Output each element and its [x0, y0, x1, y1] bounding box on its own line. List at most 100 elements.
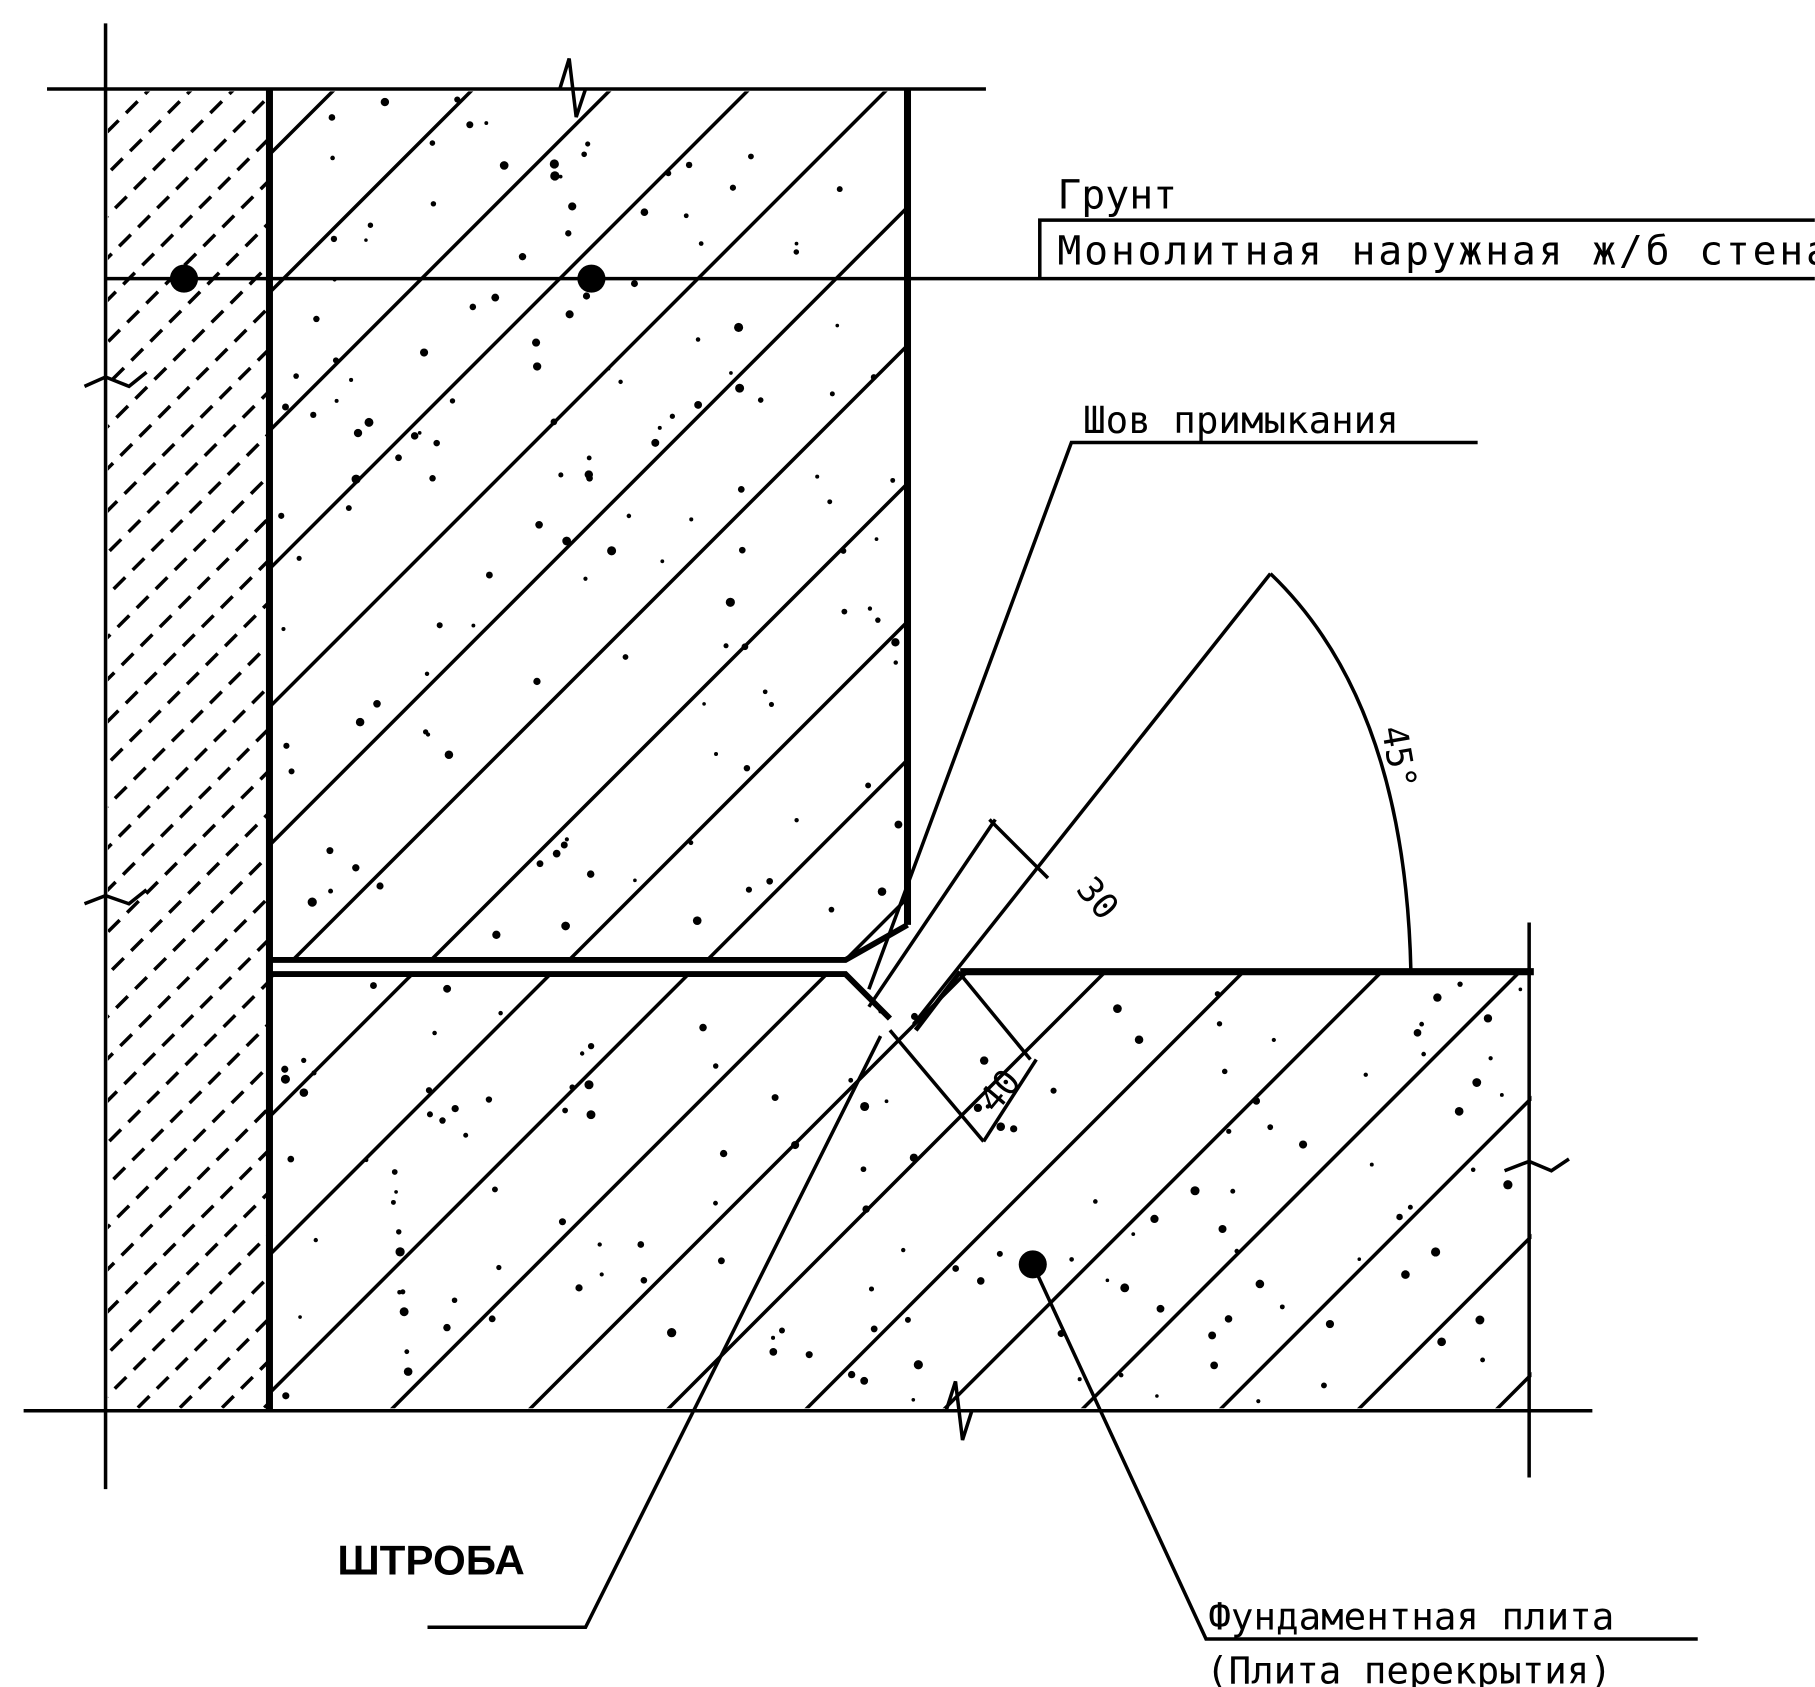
aggregate-speck	[488, 1315, 496, 1323]
aggregate-speck	[1454, 1107, 1464, 1116]
aggregate-speck	[734, 322, 744, 333]
hatch-line	[271, 91, 336, 155]
aggregate-speck	[582, 292, 591, 300]
aggregate-speck	[717, 1257, 725, 1265]
aggregate-speck	[575, 1284, 583, 1292]
aggregate-speck	[332, 357, 339, 364]
aggregate-speck	[1118, 1372, 1124, 1378]
aggregate-speck	[1421, 1051, 1426, 1057]
brick-hatching	[107, 0, 1815, 1522]
aggregate-speck	[1419, 1021, 1425, 1027]
aggregate-speck	[1396, 1213, 1403, 1221]
aggregate-speck	[454, 96, 461, 103]
aggregate-speck	[743, 764, 751, 772]
hatch-line	[107, 95, 268, 261]
aggregate-speck	[283, 742, 290, 749]
aggregate-speck	[713, 1200, 718, 1206]
hatch-line	[107, 1149, 268, 1314]
aggregate-speck	[794, 241, 799, 246]
aggregate-speck	[395, 454, 402, 462]
aggregate-speck	[689, 517, 694, 522]
aggregate-speck	[1256, 1399, 1261, 1404]
aggregate-speck	[485, 571, 493, 579]
ground-label: Грунт	[1057, 172, 1177, 218]
wall-label: Монолитная наружная ж/б стена	[1057, 229, 1815, 275]
hatch-line	[107, 390, 268, 556]
aggregate-speck	[310, 411, 317, 419]
aggregate-speck	[1069, 1257, 1074, 1262]
aggregate-speck	[875, 617, 881, 623]
hatch-line	[290, 345, 906, 960]
aggregate-speck	[599, 1272, 604, 1277]
aggregate-speck	[1134, 1035, 1144, 1044]
aggregate-speck	[282, 1392, 290, 1400]
aggregate-speck	[860, 1376, 869, 1385]
hatch-line	[107, 1191, 268, 1356]
aggregate-speck	[424, 671, 430, 677]
aggregate-speck	[562, 536, 572, 546]
aggregate-speck	[364, 417, 374, 427]
aggregate-speck	[345, 505, 352, 512]
aggregate-speck	[552, 849, 561, 858]
aggregate-speck	[584, 1080, 594, 1090]
aggregate-speck	[492, 930, 501, 939]
hatch-line	[107, 138, 268, 303]
aggregate-speck	[660, 559, 665, 564]
aggregate-speck	[633, 878, 637, 883]
hatch-line	[271, 207, 906, 846]
aggregate-speck	[288, 768, 295, 775]
groove-width-dimension: 30	[1068, 869, 1127, 928]
aggregate-speck	[425, 1087, 433, 1094]
aggregate-speck	[1325, 1319, 1335, 1329]
aggregate-speck	[313, 315, 320, 323]
hatch-line	[1204, 0, 1815, 1522]
aggregate-speck	[688, 840, 694, 846]
aggregate-speck	[1499, 1093, 1504, 1097]
aggregate-speck	[404, 1349, 410, 1355]
aggregate-speck	[729, 184, 737, 191]
aggregate-speck	[904, 1316, 911, 1323]
aggregate-speck	[367, 222, 374, 228]
aggregate-speck	[352, 864, 360, 872]
aggregate-speck	[1279, 1304, 1285, 1310]
aggregate-speck	[328, 888, 334, 894]
aggregate-speck	[651, 438, 660, 447]
aggregate-speck	[313, 1237, 318, 1243]
aggregate-speck	[640, 208, 649, 217]
aggregate-speck	[1214, 991, 1221, 997]
aggregate-speck	[403, 1367, 413, 1376]
hatch-line	[107, 559, 268, 724]
hatch-line	[107, 728, 268, 893]
aggregate-speck	[399, 1307, 409, 1317]
aggregate-speck	[1221, 1068, 1228, 1075]
aggregate-speck	[373, 699, 381, 708]
aggregate-speck	[1252, 1097, 1261, 1105]
aggregate-speck	[757, 397, 764, 403]
aggregate-speck	[370, 982, 377, 989]
hatch-line	[271, 974, 451, 1409]
hatch-line	[0, 0, 286, 1054]
aggregate-speck	[1401, 1270, 1410, 1279]
hatch-line	[750, 974, 1280, 1409]
aggregate-speck	[1431, 1247, 1441, 1257]
aggregate-speck	[282, 403, 289, 411]
aggregate-speck	[463, 1132, 469, 1138]
aggregate-speck	[1483, 1014, 1493, 1023]
aggregate-speck	[429, 140, 436, 146]
aggregate-speck	[449, 398, 456, 404]
aggregate-speck	[395, 1247, 405, 1257]
aggregate-speck	[996, 1122, 1006, 1131]
hatch-line	[612, 974, 1142, 1409]
hatch-line	[1581, 0, 1815, 1054]
aggregate-speck	[1457, 981, 1463, 987]
aggregate-speck	[451, 1104, 459, 1113]
aggregate-speck	[562, 1107, 568, 1114]
aggregate-speck	[311, 1070, 317, 1076]
aggregate-speck	[485, 1096, 493, 1103]
aggregate-speck	[583, 576, 588, 581]
aggregate-speck	[471, 623, 476, 628]
aggregate-speck	[532, 338, 541, 347]
aggregate-speck	[484, 121, 489, 125]
aggregate-speck	[586, 474, 593, 482]
aggregate-speck	[769, 1348, 778, 1356]
